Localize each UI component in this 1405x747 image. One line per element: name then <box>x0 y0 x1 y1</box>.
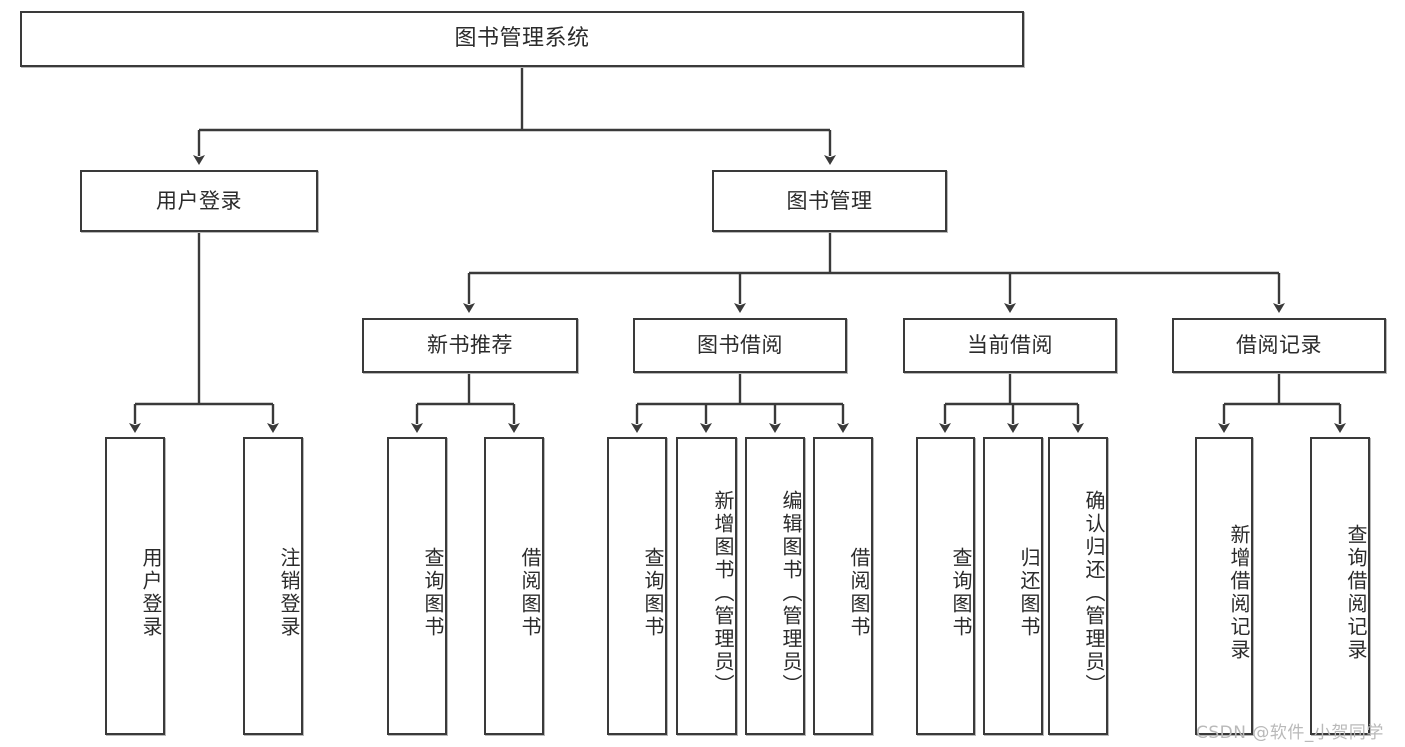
leaf-edit-book-admin-label: 编辑图书（管理员） <box>779 489 803 697</box>
node-borrow-record-label: 借阅记录 <box>1236 333 1322 358</box>
leaf-borrow-book-borrow-label: 借阅图书 <box>847 547 871 639</box>
leaf-logout[interactable]: 注销登录 <box>243 437 303 735</box>
leaf-edit-book-admin[interactable]: 编辑图书（管理员） <box>745 437 805 735</box>
leaf-confirm-return-admin-label: 确认归还（管理员） <box>1082 489 1106 697</box>
node-new-book-recommend-label: 新书推荐 <box>427 333 513 358</box>
node-new-book-recommend[interactable]: 新书推荐 <box>362 318 578 373</box>
leaf-query-book-recommend[interactable]: 查询图书 <box>387 437 447 735</box>
leaf-add-book-admin[interactable]: 新增图书（管理员） <box>676 437 737 735</box>
node-book-borrow-label: 图书借阅 <box>697 333 783 358</box>
node-root-label: 图书管理系统 <box>454 26 590 52</box>
leaf-query-book-current[interactable]: 查询图书 <box>916 437 975 735</box>
leaf-query-book-current-label: 查询图书 <box>949 547 973 639</box>
leaf-user-login-label: 用户登录 <box>139 547 163 639</box>
node-book-management[interactable]: 图书管理 <box>712 170 947 232</box>
leaf-return-book-label: 归还图书 <box>1017 547 1041 639</box>
leaf-query-borrow-record-label: 查询借阅记录 <box>1344 524 1368 662</box>
node-book-borrow[interactable]: 图书借阅 <box>633 318 847 373</box>
node-book-management-label: 图书管理 <box>786 188 873 213</box>
node-user-login-label: 用户登录 <box>156 188 242 213</box>
leaf-query-book-borrow-label: 查询图书 <box>641 547 665 639</box>
node-current-borrow-label: 当前借阅 <box>967 333 1053 358</box>
node-current-borrow[interactable]: 当前借阅 <box>903 318 1117 373</box>
leaf-borrow-book-borrow[interactable]: 借阅图书 <box>813 437 873 735</box>
leaf-user-login[interactable]: 用户登录 <box>105 437 165 735</box>
leaf-logout-label: 注销登录 <box>277 547 301 639</box>
leaf-add-borrow-record-label: 新增借阅记录 <box>1227 524 1251 662</box>
leaf-borrow-book-recommend[interactable]: 借阅图书 <box>484 437 544 735</box>
node-borrow-record[interactable]: 借阅记录 <box>1172 318 1386 373</box>
leaf-query-borrow-record[interactable]: 查询借阅记录 <box>1310 437 1370 735</box>
leaf-return-book[interactable]: 归还图书 <box>983 437 1043 735</box>
leaf-add-book-admin-label: 新增图书（管理员） <box>711 489 735 697</box>
node-user-login[interactable]: 用户登录 <box>80 170 318 232</box>
leaf-query-book-borrow[interactable]: 查询图书 <box>607 437 667 735</box>
leaf-borrow-book-recommend-label: 借阅图书 <box>518 547 542 639</box>
leaf-confirm-return-admin[interactable]: 确认归还（管理员） <box>1048 437 1108 735</box>
leaf-add-borrow-record[interactable]: 新增借阅记录 <box>1195 437 1253 735</box>
node-root[interactable]: 图书管理系统 <box>20 11 1024 67</box>
leaf-query-book-recommend-label: 查询图书 <box>421 547 445 639</box>
csdn-watermark: CSDN @软件_小贺同学 <box>1196 723 1384 743</box>
